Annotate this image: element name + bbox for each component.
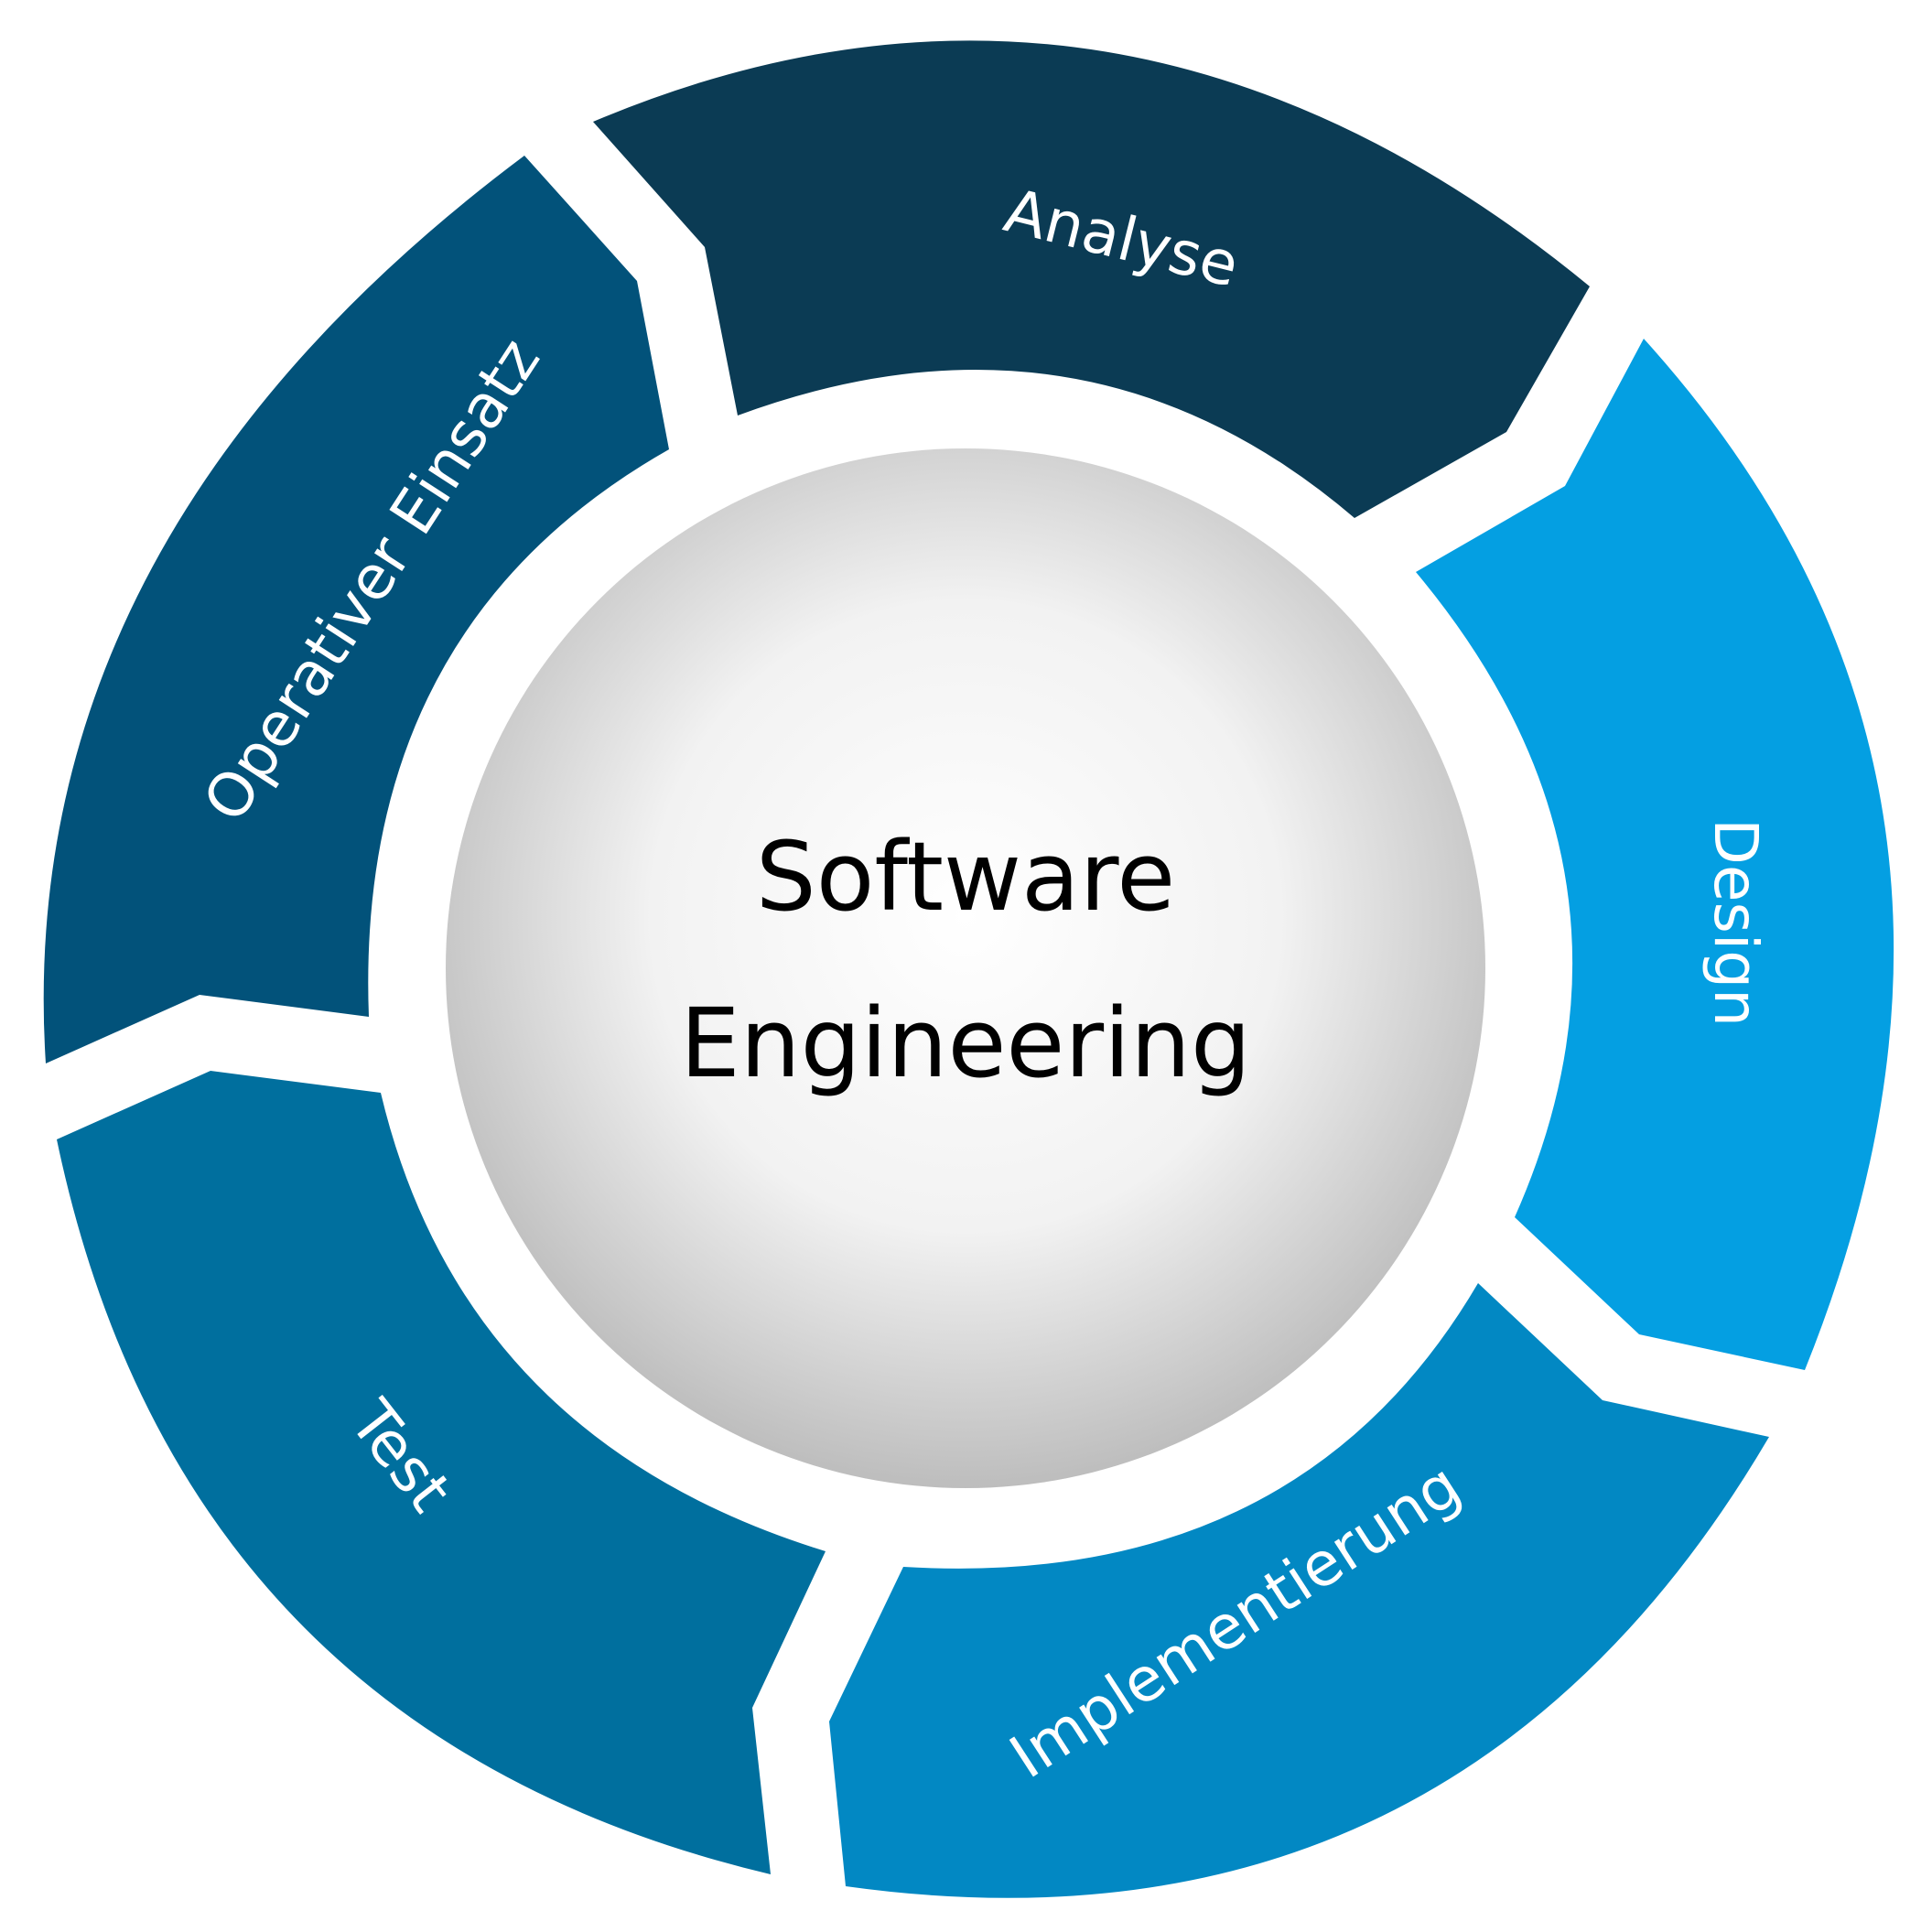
phase-segment-analyse xyxy=(593,40,1590,519)
phase-segment-implementierung xyxy=(829,1283,1769,1898)
center-title-line-1: Software xyxy=(756,821,1175,933)
phase-segment-test xyxy=(57,1071,826,1874)
phase-segment-operativer-einsatz xyxy=(43,156,670,1063)
phase-segment-design xyxy=(1416,339,1894,1370)
center-circle xyxy=(446,448,1485,1488)
center-title-line-2: Engineering xyxy=(680,988,1251,1099)
phase-label-design: Design xyxy=(1700,818,1771,1027)
